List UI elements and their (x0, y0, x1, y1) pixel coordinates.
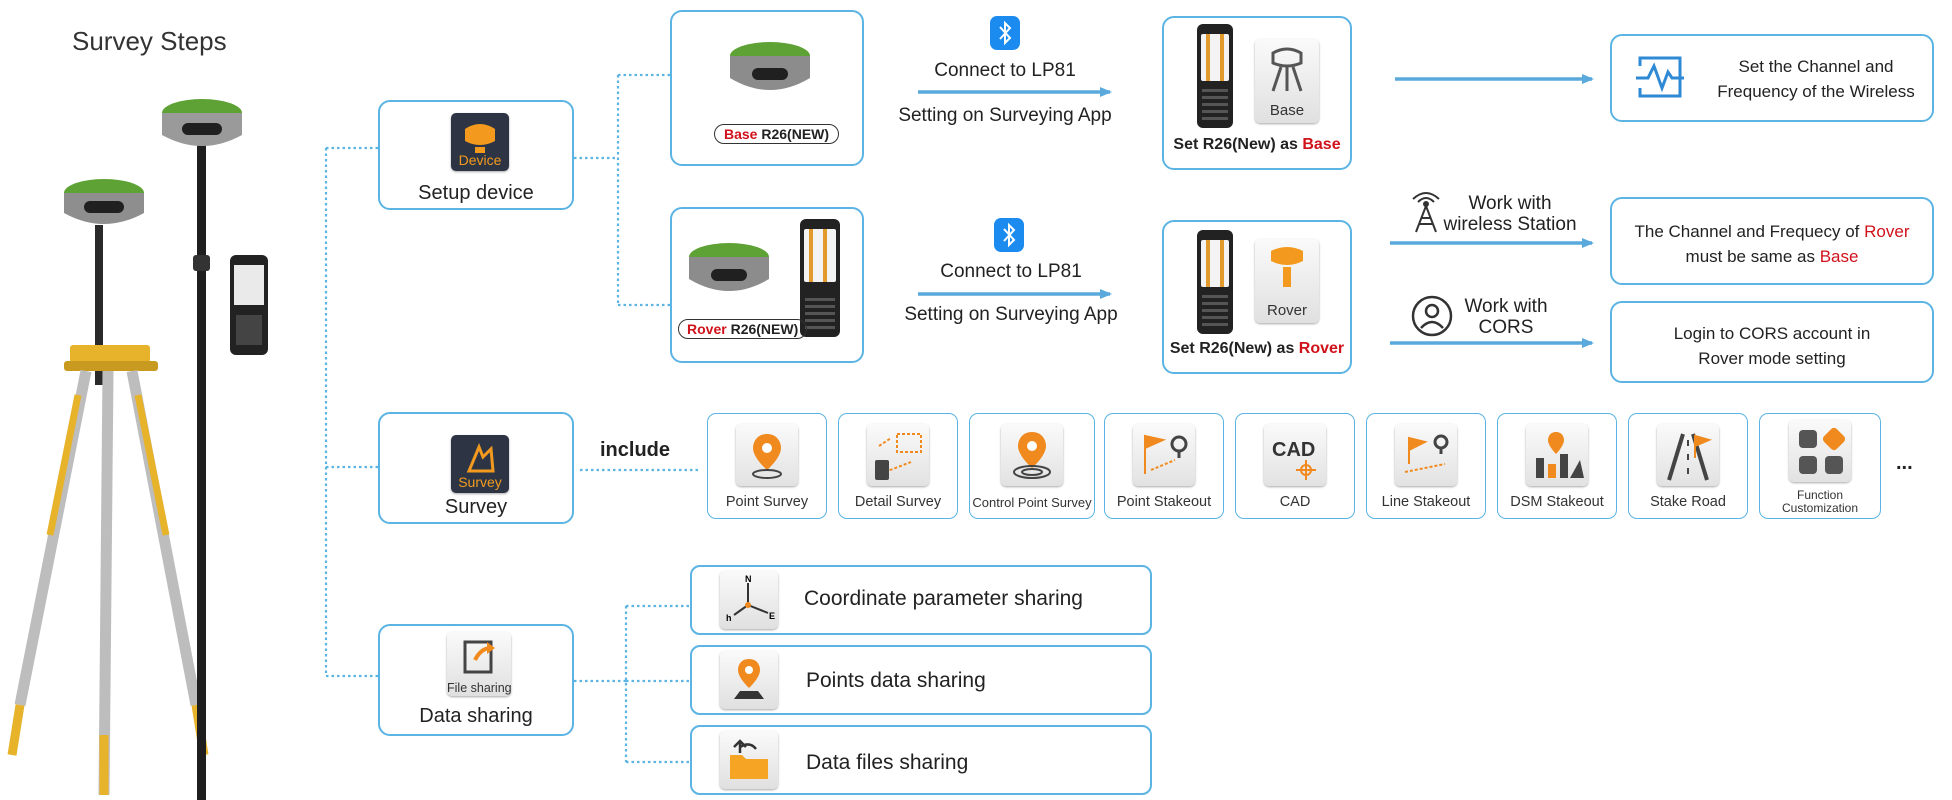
file-sharing-icon: File sharing (447, 632, 512, 696)
controller-phone-image (1197, 230, 1233, 334)
survey-item-control-point-survey: Control Point Survey (969, 413, 1095, 519)
user-account-icon (1411, 295, 1453, 337)
waveform-icon (1636, 56, 1684, 98)
setup-device-box: Device Setup device (378, 100, 574, 210)
bluetooth-icon (994, 218, 1024, 252)
map-pin-icon (736, 424, 798, 486)
svg-text:N: N (745, 574, 752, 584)
data-split (574, 604, 690, 764)
survey-item-detail-survey: Detail Survey (838, 413, 958, 519)
rover-receiver-image (689, 243, 769, 291)
points-sharing-box: Points data sharing (690, 645, 1152, 715)
coordinate-sharing-box: N E h Coordinate parameter sharing (690, 565, 1152, 635)
survey-item-cad: CAD CAD (1235, 413, 1355, 519)
rover-receiver-tag: Rover R26(NEW) (678, 319, 808, 339)
include-label: include (600, 439, 671, 461)
rover-app-text: Setting on Surveying App (904, 304, 1118, 325)
controller-phone-image (800, 219, 840, 337)
survey-item-line-stakeout: Line Stakeout (1366, 413, 1486, 519)
gnss-equipment-illustration (7, 99, 268, 800)
svg-text:h: h (726, 613, 732, 623)
base-receiver-box: Base R26(NEW) (670, 10, 864, 166)
rover-receiver-box: Rover R26(NEW) (670, 207, 864, 363)
device-icon: Device (451, 113, 509, 171)
survey-item-stake-road: Stake Road (1628, 413, 1748, 519)
data-files-sharing-label: Data files sharing (806, 751, 969, 774)
detail-survey-icon (867, 424, 929, 486)
rover-app-box: Rover Set R26(New) as Rover (1162, 220, 1352, 374)
setup-device-label: Setup device (418, 182, 534, 204)
more-items-ellipsis: ... (1896, 452, 1913, 474)
survey-item-point-stakeout: Point Stakeout (1104, 413, 1224, 519)
data-sharing-label: Data sharing (419, 705, 533, 727)
survey-item-point-survey: Point Survey (707, 413, 827, 519)
svg-text:E: E (769, 611, 775, 621)
function-grid-icon (1789, 420, 1851, 482)
base-receiver-tag: Base R26(NEW) (714, 124, 840, 144)
line-stakeout-icon (1395, 424, 1457, 486)
base-mode-icon: Base (1255, 39, 1319, 123)
bluetooth-icon (990, 16, 1020, 50)
base-connect-text: Connect to LP81 (934, 60, 1076, 81)
dsm-stakeout-icon (1526, 424, 1588, 486)
setup-split (574, 73, 670, 307)
map-pin-icon (720, 651, 778, 709)
data-sharing-box: File sharing Data sharing (378, 624, 574, 736)
flag-pin-icon (1133, 424, 1195, 486)
base-app-text: Setting on Surveying App (898, 105, 1112, 126)
axes-icon: N E h (720, 571, 778, 629)
base-receiver-image (730, 42, 810, 90)
wireless-result-box: The Channel and Frequecy of Rover must b… (1610, 197, 1934, 285)
survey-box: Survey Survey (378, 412, 574, 524)
cad-icon: CAD (1264, 424, 1326, 486)
radio-tower-icon (1412, 192, 1440, 233)
points-sharing-label: Points data sharing (806, 669, 986, 692)
survey-item-dsm-stakeout: DSM Stakeout (1497, 413, 1617, 519)
rover-connect-text: Connect to LP81 (940, 261, 1082, 282)
folder-upload-icon (720, 731, 778, 789)
control-point-icon (1001, 424, 1063, 486)
survey-item-function-customization: Function Customization (1759, 413, 1881, 519)
set-rover-text: Set R26(New) as Rover (1169, 340, 1345, 357)
controller-phone-image (1197, 24, 1233, 128)
data-files-sharing-box: Data files sharing (690, 725, 1152, 795)
survey-label: Survey (444, 496, 508, 518)
coordinate-sharing-label: Coordinate parameter sharing (804, 587, 1083, 610)
base-app-box: Base Set R26(New) as Base (1162, 16, 1352, 170)
rover-mode-icon: Rover (1255, 239, 1319, 323)
set-base-text: Set R26(New) as Base (1173, 136, 1341, 153)
wireless-result-text: The Channel and Frequecy of Rover must b… (1634, 222, 1910, 266)
survey-icon: Survey (451, 435, 509, 493)
page-title: Survey Steps (72, 26, 227, 56)
stake-road-icon (1657, 424, 1719, 486)
svg-text:CAD: CAD (1272, 439, 1315, 461)
